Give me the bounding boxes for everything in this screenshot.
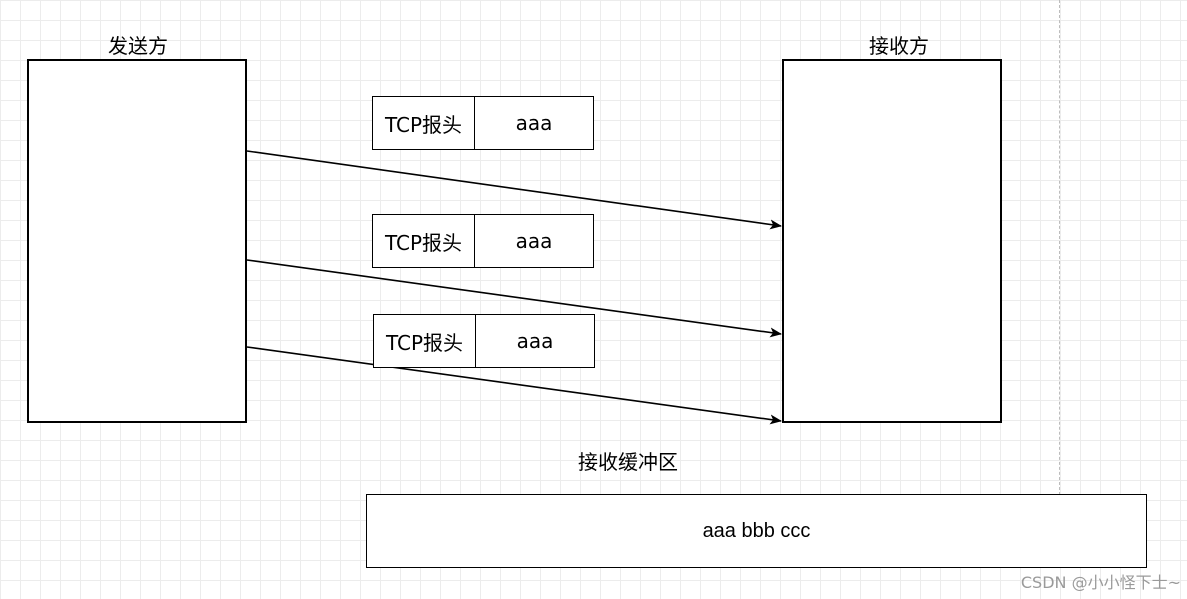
packet-1-header: TCP报头 <box>373 97 475 149</box>
dashed-guide-line <box>1059 0 1060 495</box>
packet-1: TCP报头 aaa <box>372 96 594 150</box>
receiver-label: 接收方 <box>869 34 929 58</box>
packet-2-payload: aaa <box>515 229 553 253</box>
buffer-content: aaa bbb ccc <box>702 519 811 542</box>
sender-box <box>27 59 247 423</box>
packet-3-payload: aaa <box>516 329 554 353</box>
watermark: CSDN @小小怪下士~ <box>1020 573 1181 592</box>
sender-label: 发送方 <box>108 34 168 58</box>
packet-3: TCP报头 aaa <box>373 314 595 368</box>
packet-3-header: TCP报头 <box>374 315 476 367</box>
packet-1-payload: aaa <box>515 111 553 135</box>
receiver-box <box>782 59 1002 423</box>
packet-2-header: TCP报头 <box>373 215 475 267</box>
buffer-label: 接收缓冲区 <box>578 450 678 474</box>
packet-2: TCP报头 aaa <box>372 214 594 268</box>
receive-buffer-box: aaa bbb ccc <box>366 494 1147 568</box>
